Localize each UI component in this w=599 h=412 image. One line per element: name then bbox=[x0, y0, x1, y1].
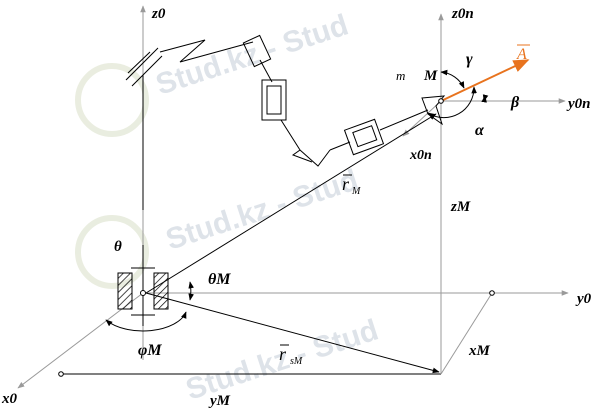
svg-text:M: M bbox=[423, 68, 438, 84]
alpha-arc bbox=[427, 86, 477, 119]
label-beta: β bbox=[510, 94, 520, 111]
joint-1-plate bbox=[125, 47, 159, 81]
labels: z0 z0n y0n x0n zM y0 x0 xM yM θ θM φM r … bbox=[1, 6, 592, 409]
link-5 bbox=[329, 109, 429, 151]
label-r-M: r M bbox=[342, 174, 361, 197]
label-vector-A: A bbox=[516, 44, 530, 63]
watermark: Stud.kz - Stud Stud.kz - Stud Stud.kz - … bbox=[75, 8, 382, 407]
base-joint bbox=[117, 245, 169, 326]
base-origin bbox=[140, 290, 146, 296]
joint-3-housing bbox=[261, 79, 287, 121]
svg-text:m: m bbox=[396, 68, 405, 83]
label-yM: yM bbox=[208, 393, 231, 409]
label-theta-base: θ bbox=[114, 239, 122, 255]
x-projection-point bbox=[58, 371, 64, 377]
joint-4-inner bbox=[352, 125, 378, 148]
phi-M-arc bbox=[105, 311, 187, 332]
svg-text:r: r bbox=[279, 344, 287, 364]
link-4 bbox=[280, 119, 313, 163]
label-phi-M: φM bbox=[138, 342, 162, 359]
joint-4-housing bbox=[343, 118, 385, 156]
projection-lines bbox=[58, 290, 495, 377]
theta-M-arc bbox=[188, 281, 194, 301]
r-M-vector bbox=[145, 113, 437, 294]
manipulator-arm bbox=[125, 34, 446, 210]
r-sM-vector bbox=[145, 292, 440, 374]
label-theta-M: θM bbox=[208, 271, 231, 288]
label-x0: x0 bbox=[1, 391, 18, 407]
label-zM: zM bbox=[450, 199, 471, 215]
watermark-text-1: Stud.kz - Stud bbox=[152, 8, 352, 101]
label-y0: y0 bbox=[575, 291, 592, 307]
svg-text:r: r bbox=[342, 174, 350, 194]
base-bearing-left bbox=[117, 272, 133, 310]
label-r-sM: r sM bbox=[279, 344, 303, 367]
link-3 bbox=[259, 59, 273, 83]
label-z0n: z0n bbox=[451, 6, 474, 22]
svg-text:sM: sM bbox=[290, 356, 303, 367]
angle-arcs bbox=[105, 69, 489, 332]
label-y0n: y0n bbox=[566, 96, 591, 112]
svg-text:M: M bbox=[351, 186, 361, 197]
label-z0: z0 bbox=[151, 6, 166, 22]
xM-segment bbox=[440, 292, 493, 375]
link-4-zigzag bbox=[299, 149, 331, 167]
beta-arc bbox=[481, 94, 489, 103]
svg-text:A: A bbox=[516, 46, 527, 63]
label-xM: xM bbox=[468, 343, 491, 359]
y-projection-point bbox=[489, 290, 495, 296]
watermark-logo-2 bbox=[75, 215, 149, 289]
joint-3-inner bbox=[266, 85, 282, 115]
label-gamma: γ bbox=[466, 51, 473, 68]
watermark-logo-1 bbox=[75, 63, 149, 137]
point-M bbox=[438, 98, 444, 104]
label-x0n: x0n bbox=[409, 148, 432, 163]
joint-1-lines bbox=[127, 51, 163, 87]
label-alpha: α bbox=[475, 122, 485, 139]
link-2-zigzag bbox=[159, 39, 254, 63]
label-point-M: m M bbox=[396, 68, 438, 84]
gamma-arc bbox=[440, 69, 465, 89]
base-bearing-right bbox=[153, 272, 169, 310]
joint-2-housing bbox=[242, 34, 272, 68]
